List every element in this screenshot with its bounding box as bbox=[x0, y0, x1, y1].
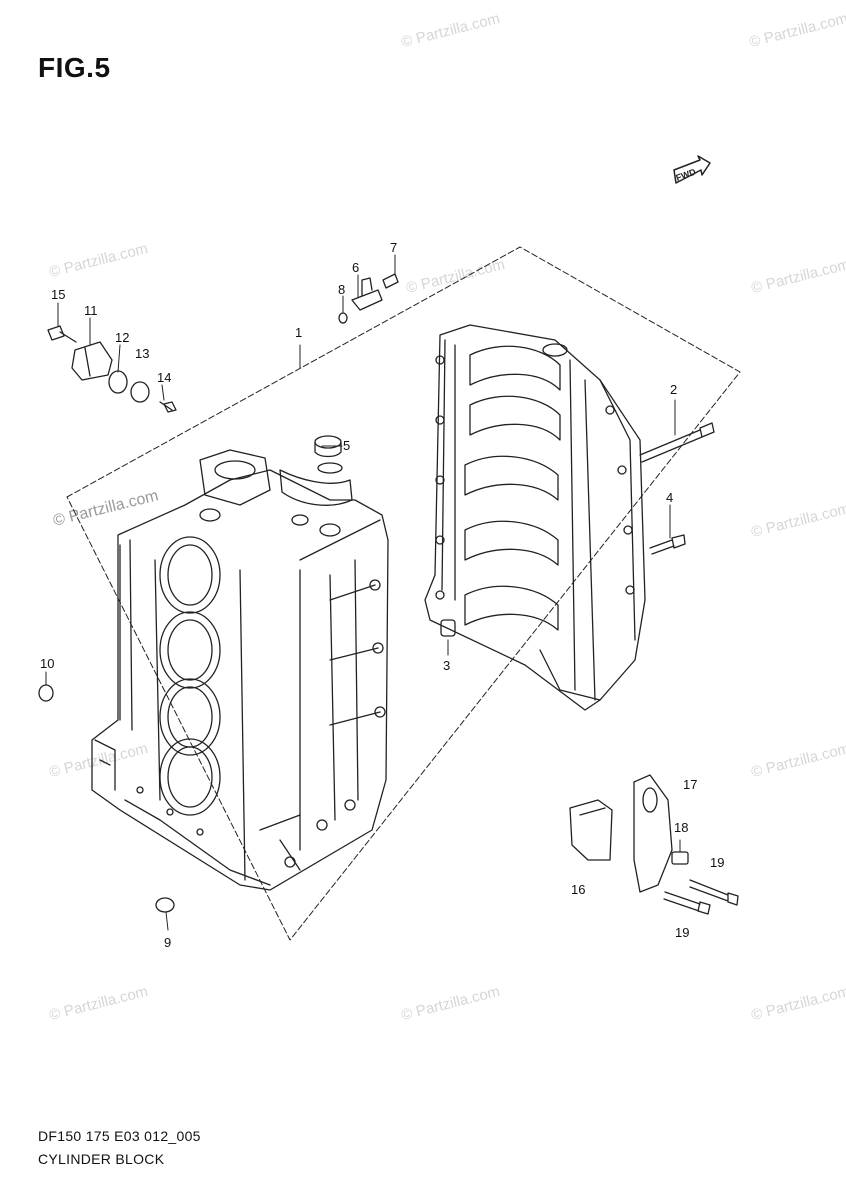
housing-part-11 bbox=[71, 341, 113, 381]
part-group-caption: CYLINDER BLOCK bbox=[38, 1151, 165, 1167]
callout-2: 2 bbox=[670, 382, 678, 397]
callout-9: 9 bbox=[164, 935, 172, 950]
bolt-part-14 bbox=[159, 401, 177, 413]
callout-12: 12 bbox=[115, 330, 130, 345]
crankcase-drawing bbox=[424, 324, 646, 711]
screw-part-7 bbox=[382, 273, 399, 289]
bolt-part-15 bbox=[47, 325, 77, 343]
cylinder-block-drawing bbox=[91, 449, 389, 891]
callout-17: 17 bbox=[683, 777, 698, 792]
assembly-boundary bbox=[66, 246, 741, 941]
bolt-part-19 bbox=[689, 879, 739, 906]
callout-1: 1 bbox=[295, 325, 303, 340]
bolt-part-2 bbox=[639, 422, 715, 463]
seal-part-12 bbox=[108, 370, 128, 394]
callout-6: 6 bbox=[352, 260, 360, 275]
dowel-part-3 bbox=[440, 619, 456, 637]
callout-18: 18 bbox=[674, 820, 689, 835]
plug-part-5 bbox=[314, 435, 343, 474]
model-code-caption: DF150 175 E03 012_005 bbox=[38, 1128, 201, 1144]
bolt-part-19 bbox=[663, 891, 711, 915]
plate-part-17 bbox=[633, 774, 673, 893]
cap-part-10 bbox=[38, 684, 54, 702]
callout-13: 13 bbox=[135, 346, 150, 361]
ring-part-13 bbox=[130, 381, 150, 403]
ring-part-9 bbox=[155, 897, 175, 913]
callout-19: 19 bbox=[675, 925, 690, 940]
forward-arrow-icon: FWD bbox=[673, 155, 711, 184]
callout-5: 5 bbox=[343, 438, 351, 453]
o-ring-part-8 bbox=[338, 312, 348, 324]
callout-10: 10 bbox=[40, 656, 55, 671]
sensor-part-6 bbox=[351, 277, 383, 311]
callout-7: 7 bbox=[390, 240, 398, 255]
bracket-part-16 bbox=[569, 799, 613, 861]
callout-14: 14 bbox=[157, 370, 172, 385]
callout-4: 4 bbox=[666, 490, 674, 505]
callout-11: 11 bbox=[84, 303, 98, 318]
nut-part-18 bbox=[671, 851, 689, 865]
figure-title: FIG.5 bbox=[38, 52, 111, 83]
callout-16: 16 bbox=[571, 882, 586, 897]
callout-15: 15 bbox=[51, 287, 66, 302]
leader-lines bbox=[45, 254, 681, 931]
bolt-part-4 bbox=[649, 534, 686, 555]
callout-19: 19 bbox=[710, 855, 725, 870]
callout-8: 8 bbox=[338, 282, 346, 297]
callout-3: 3 bbox=[443, 658, 451, 673]
